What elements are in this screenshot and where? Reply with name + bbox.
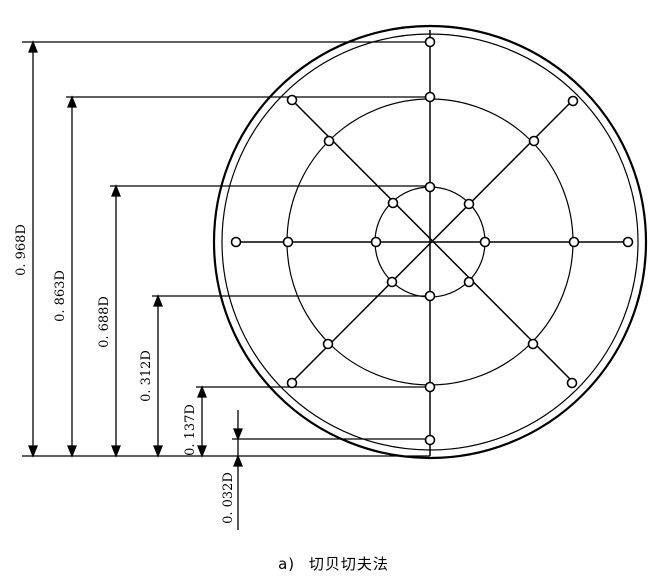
point-diag-br-outer	[566, 377, 578, 389]
figure-caption: a) 切贝切夫法	[0, 553, 667, 574]
point-diag-bl-mid	[322, 338, 334, 350]
dim-label-0137: 0. 137D	[183, 404, 198, 456]
point-diag-tr-mid	[528, 135, 540, 147]
point-bottom-outer	[424, 434, 436, 446]
point-left-outer	[230, 236, 242, 248]
point-diag-tl-inner	[387, 197, 399, 209]
caption-title: 切贝切夫法	[308, 555, 389, 573]
caption-marker: a)	[278, 555, 296, 573]
point-diag-br-inner	[463, 276, 475, 288]
point-top-outer	[424, 36, 436, 48]
point-top-inner	[424, 181, 436, 193]
point-bottom-mid	[424, 381, 436, 393]
diagonal-diameter-2	[291, 99, 574, 383]
point-diag-tl-outer	[286, 94, 298, 106]
extension-lines	[22, 41, 430, 457]
point-diag-tl-mid	[323, 135, 335, 147]
point-diag-bl-outer	[286, 377, 298, 389]
point-diag-br-mid	[527, 338, 539, 350]
dim-label-0032: 0. 032D	[221, 472, 236, 524]
point-left-inner	[370, 236, 382, 248]
duct-outer-wall	[212, 24, 648, 460]
point-diag-tr-inner	[463, 198, 475, 210]
point-right-mid	[568, 236, 580, 248]
point-right-outer	[622, 236, 634, 248]
dimension-lines	[28, 40, 243, 530]
dim-label-0688: 0. 688D	[97, 296, 112, 348]
point-diag-tr-outer	[567, 95, 579, 107]
dim-label-0312: 0. 312D	[139, 350, 154, 402]
point-right-inner	[479, 236, 491, 248]
point-bottom-inner	[424, 290, 436, 302]
point-left-mid	[282, 236, 294, 248]
point-top-mid	[424, 91, 436, 103]
dim-label-0968: 0. 968D	[14, 224, 29, 276]
point-diag-bl-inner	[386, 276, 398, 288]
measurement-points	[230, 36, 634, 446]
dim-label-0863: 0. 863D	[53, 270, 68, 322]
